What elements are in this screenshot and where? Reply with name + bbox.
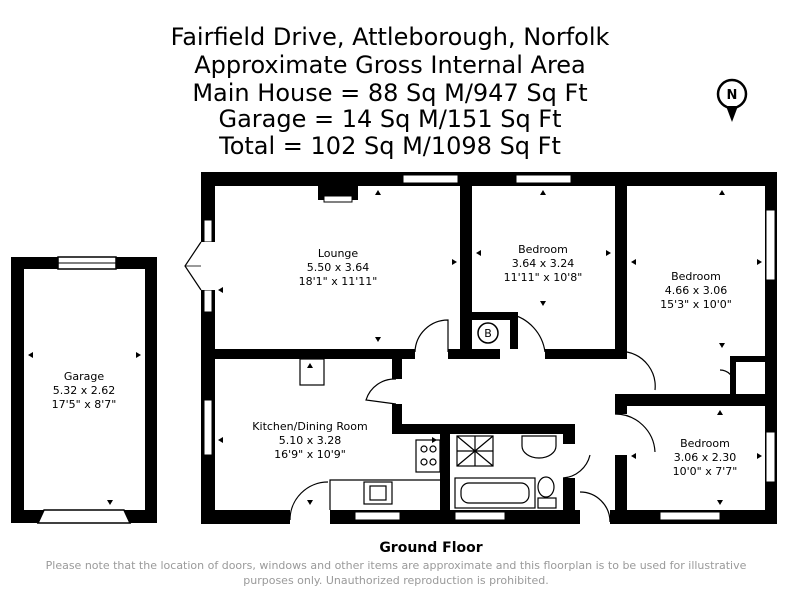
garage-name: Garage	[64, 370, 105, 383]
total-area: Total = 102 Sq M/1098 Sq Ft	[219, 132, 561, 160]
main-house-area: Main House = 88 Sq M/947 Sq Ft	[192, 79, 588, 107]
garage-imperial: 17'5" x 8'7"	[52, 398, 117, 411]
area-heading: Approximate Gross Internal Area	[194, 51, 586, 79]
door-swings	[289, 313, 735, 524]
room-label-lounge: Lounge 5.50 x 3.64 18'1" x 11'11"	[299, 247, 378, 288]
compass-label: N	[727, 88, 738, 103]
bedroom3-metric: 3.06 x 2.30	[674, 451, 737, 464]
address-title: Fairfield Drive, Attleborough, Norfolk	[170, 23, 610, 51]
boiler-cupboard: B	[477, 322, 499, 344]
windows	[203, 174, 776, 521]
garage-outline	[11, 256, 157, 524]
room-label-garage: Garage 5.32 x 2.62 17'5" x 8'7"	[52, 370, 117, 411]
garage-area: Garage = 14 Sq M/151 Sq Ft	[218, 105, 562, 133]
dimension-markers	[218, 190, 762, 505]
kitchen-imperial: 16'9" x 10'9"	[274, 448, 346, 461]
bedroom3-name: Bedroom	[680, 437, 730, 450]
garage-metric: 5.32 x 2.62	[53, 384, 116, 397]
disclaimer-text: Please note that the location of doors, …	[45, 559, 747, 587]
room-label-kitchen: Kitchen/Dining Room 5.10 x 3.28 16'9" x …	[252, 420, 367, 461]
bedroom1-imperial: 11'11" x 10'8"	[504, 271, 583, 284]
bathroom-fixtures	[454, 435, 557, 509]
room-label-bedroom-3: Bedroom 3.06 x 2.30 10'0" x 7'7"	[673, 437, 738, 478]
room-label-bedroom-1: Bedroom 3.64 x 3.24 11'11" x 10'8"	[504, 243, 583, 284]
lounge-name: Lounge	[318, 247, 359, 260]
kitchen-metric: 5.10 x 3.28	[279, 434, 342, 447]
kitchen-name: Kitchen/Dining Room	[252, 420, 367, 433]
north-arrow-icon: N	[716, 78, 748, 122]
room-label-bedroom-2: Bedroom 4.66 x 3.06 15'3" x 10'0"	[660, 270, 732, 311]
boiler-label: B	[484, 327, 492, 340]
bedroom2-imperial: 15'3" x 10'0"	[660, 298, 732, 311]
french-doors	[184, 241, 215, 291]
kitchen-units	[299, 358, 441, 510]
fireplace	[318, 186, 358, 203]
bedroom1-metric: 3.64 x 3.24	[512, 257, 575, 270]
lounge-imperial: 18'1" x 11'11"	[299, 275, 378, 288]
bedroom3-imperial: 10'0" x 7'7"	[673, 465, 738, 478]
bedroom2-name: Bedroom	[671, 270, 721, 283]
bedroom2-metric: 4.66 x 3.06	[665, 284, 728, 297]
lounge-metric: 5.50 x 3.64	[307, 261, 370, 274]
bedroom1-name: Bedroom	[518, 243, 568, 256]
floor-label: Ground Floor	[379, 540, 483, 556]
